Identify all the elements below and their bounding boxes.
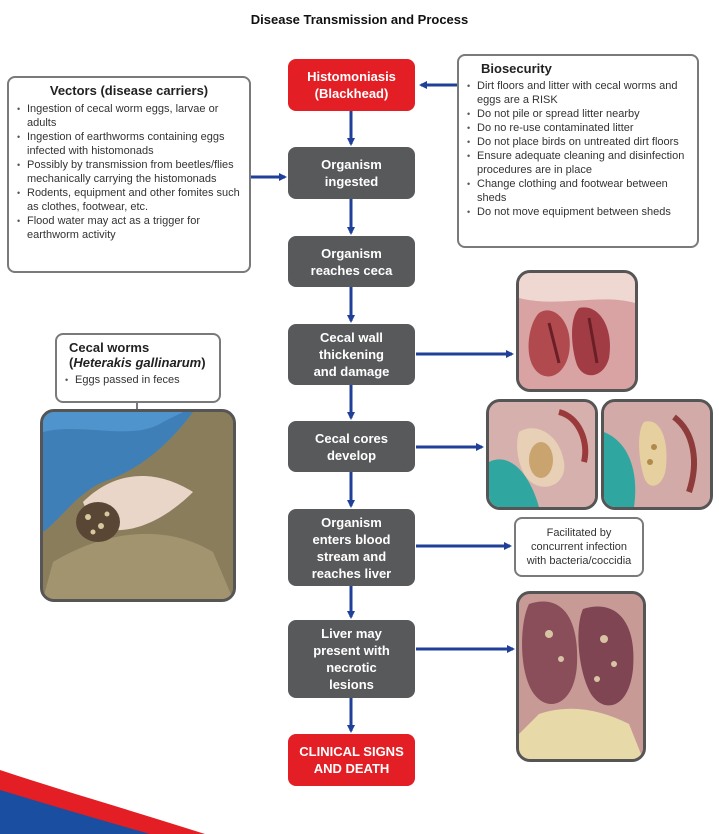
biosecurity-item: Do no re-use contaminated litter: [467, 121, 689, 135]
vectors-box: Vectors (disease carriers) Ingestion of …: [7, 76, 251, 273]
flow-step-liver-lesions: Liver may present with necrotic lesions: [288, 620, 415, 698]
flow-step-reaches-ceca: Organism reaches ceca: [288, 236, 415, 287]
biosecurity-item: Do not move equipment between sheds: [467, 205, 689, 219]
diagram-title: Disease Transmission and Process: [250, 12, 469, 27]
vectors-item: Ingestion of earthworms containing eggs …: [17, 130, 241, 158]
cecal-worms-item: Eggs passed in feces: [65, 373, 211, 387]
corner-swoosh: [0, 770, 205, 834]
flow-step-organism-ingested: Organism ingested: [288, 147, 415, 199]
vectors-item: Possibly by transmission from beetles/fl…: [17, 158, 241, 186]
biosecurity-item: Do not pile or spread litter nearby: [467, 107, 689, 121]
cecal-wall-photo: [516, 270, 638, 392]
flow-step-cecal-wall-thickening: Cecal wall thickening and damage: [288, 324, 415, 385]
flow-start-histomoniasis: Histomoniasis (Blackhead): [288, 59, 415, 111]
biosecurity-item: Ensure adequate cleaning and disinfectio…: [467, 149, 689, 177]
flow-end-clinical-signs-death: CLINICAL SIGNS AND DEATH: [288, 734, 415, 786]
cecal-worms-box: Cecal worms (Heterakis gallinarum) Eggs …: [55, 333, 221, 403]
cecal-cores-photo-1: [486, 399, 598, 510]
biosecurity-item: Do not place birds on untreated dirt flo…: [467, 135, 689, 149]
liver-lesions-photo: [516, 591, 646, 762]
biosecurity-heading: Biosecurity: [481, 61, 552, 76]
cecal-worms-heading: Cecal worms: [69, 340, 150, 355]
vectors-heading: Vectors (disease carriers): [49, 83, 209, 98]
cecal-worms-photo: [40, 409, 236, 602]
vectors-item: Ingestion of cecal worm eggs, larvae or …: [17, 102, 241, 130]
biosecurity-item: Dirt floors and litter with cecal worms …: [467, 79, 689, 107]
vectors-item: Rodents, equipment and other fomites suc…: [17, 186, 241, 214]
facilitated-box: Facilitated by concurrent infection with…: [514, 517, 644, 577]
flow-step-cecal-cores: Cecal cores develop: [288, 421, 415, 472]
vectors-item: Flood water may act as a trigger for ear…: [17, 214, 241, 242]
cecal-worms-species: Heterakis gallinarum: [73, 355, 202, 370]
biosecurity-box: Biosecurity Dirt floors and litter with …: [457, 54, 699, 248]
flow-step-blood-stream-liver: Organism enters blood stream and reaches…: [288, 509, 415, 586]
cecal-cores-photo-2: [601, 399, 713, 510]
biosecurity-item: Change clothing and footwear between she…: [467, 177, 689, 205]
